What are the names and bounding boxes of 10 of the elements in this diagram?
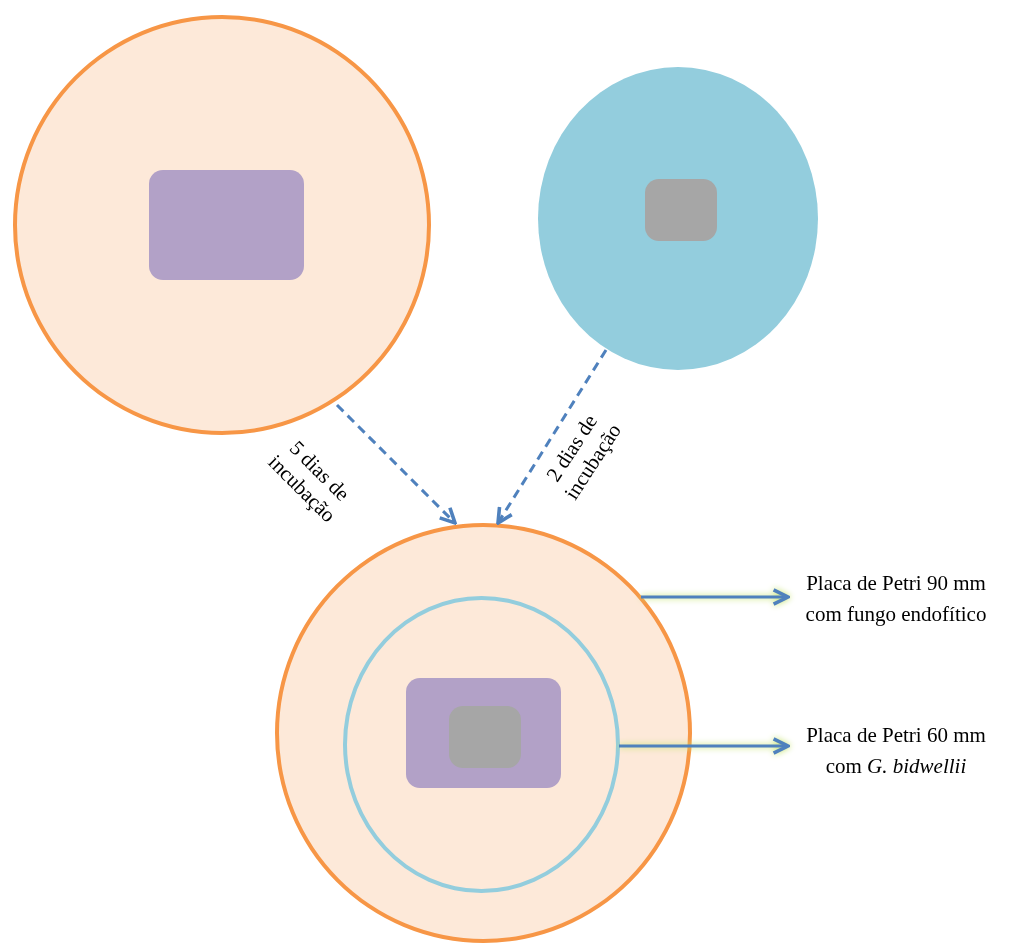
culture-block xyxy=(406,678,561,788)
culture-block xyxy=(449,706,521,768)
arrow xyxy=(496,349,608,525)
plate-label: Placa de Petri 60 mm com G. bidwellii xyxy=(790,720,1002,786)
arrow xyxy=(641,588,790,606)
plate-label: Placa de Petri 90 mm com fungo endofítico xyxy=(790,568,1002,634)
arrow xyxy=(619,737,790,755)
culture-block xyxy=(149,170,304,280)
arrow xyxy=(335,403,457,525)
culture-block xyxy=(645,179,717,241)
